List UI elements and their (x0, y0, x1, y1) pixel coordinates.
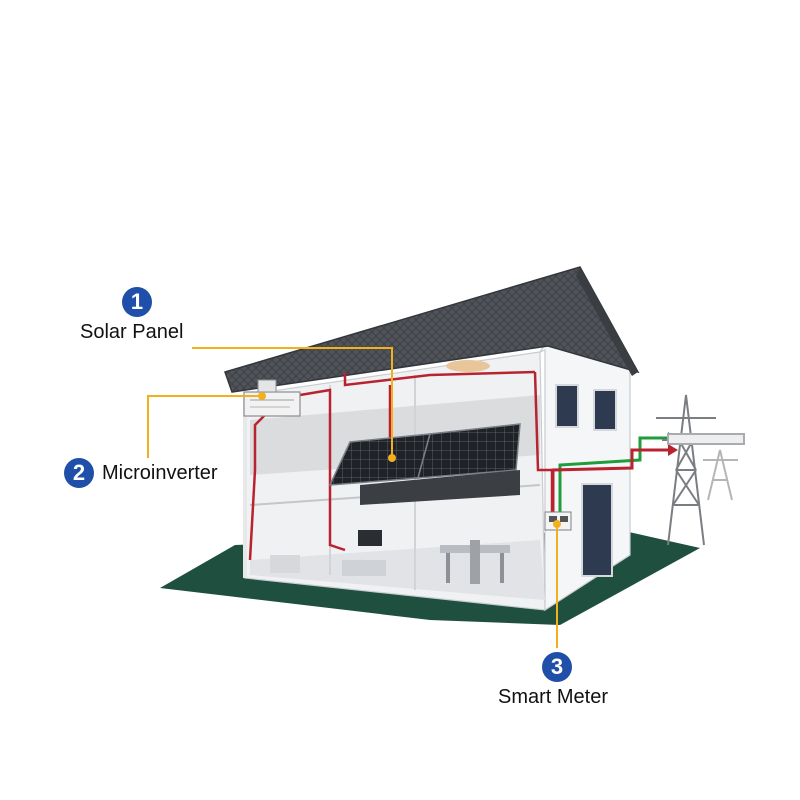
callout-label: Smart Meter (498, 686, 609, 708)
solar-panel-icon (328, 423, 521, 505)
leader-lines (147, 347, 558, 648)
callout-label: Solar Panel (80, 321, 184, 343)
callout-number-badge: 1 (122, 287, 152, 317)
callout-microinverter: 2 Microinverter (64, 458, 218, 488)
callout-label: Microinverter (102, 461, 218, 484)
callout-number-badge: 3 (542, 652, 572, 682)
callout-number-badge: 2 (64, 458, 94, 488)
callout-smart-meter: 3 Smart Meter (498, 652, 608, 709)
leader-line-microinverter (147, 395, 258, 458)
leader-dot-solar-panel (388, 454, 396, 462)
leader-dot-smart-meter (553, 520, 561, 528)
roof (224, 266, 640, 393)
transmission-tower-icon (656, 394, 745, 546)
callout-solar-panel: 1 Solar Panel (80, 287, 183, 344)
leader-line-solar-panel (192, 347, 393, 458)
leader-dot-microinverter (258, 392, 266, 400)
